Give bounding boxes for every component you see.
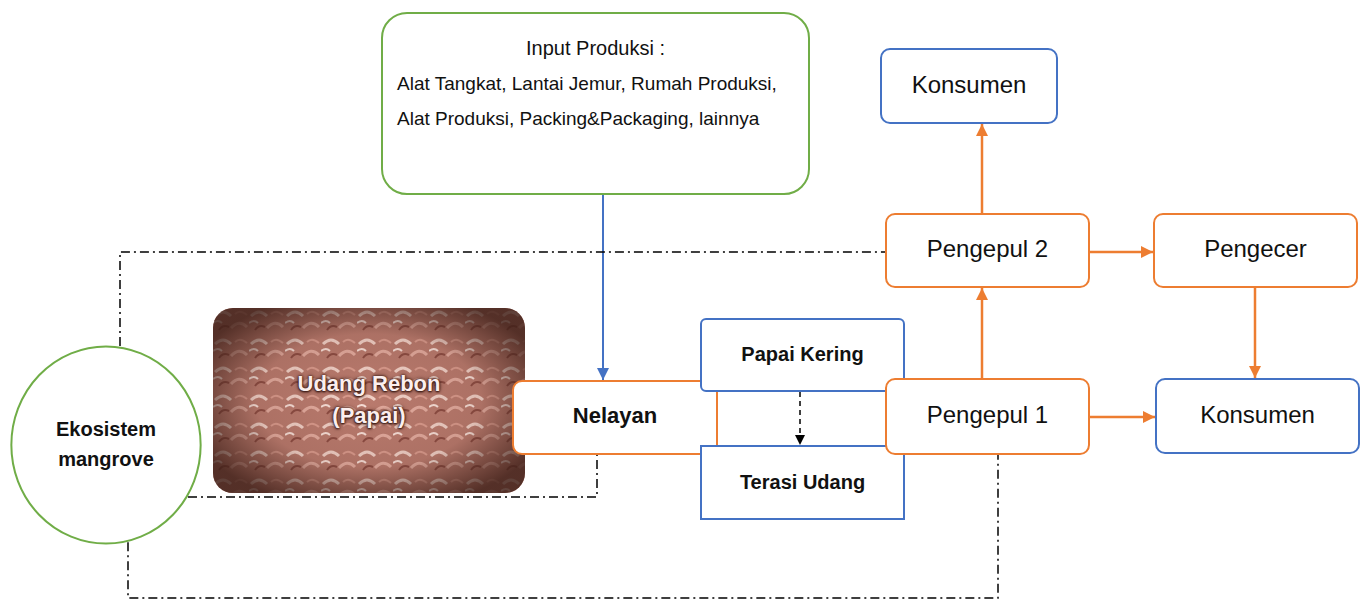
input-box: Input Produksi : Alat Tangkat, Lantai Jem… [381,12,810,195]
node-label: Pengepul 1 [927,401,1048,430]
ecosystem-ellipse: Ekosistem mangrove [10,345,202,545]
arrow-connector [1254,288,1257,378]
node-label: Terasi Udang [740,470,865,494]
node-label: Pengepul 2 [927,235,1048,264]
node-label: Ekosistem mangrove [36,414,176,474]
product-box: Papai Kering [700,318,905,392]
arrow-connector [981,288,984,378]
fisher-box: Nelayan [512,380,718,455]
product-box: Terasi Udang [700,445,905,520]
node-label: Nelayan [573,403,657,429]
retailer-box: Pengecer [1153,213,1358,288]
dashed-connector [799,392,801,445]
ellipse-outline [10,345,202,545]
shrimp-photo [213,308,525,493]
box-heading: Input Produksi : [526,36,665,60]
ellipse-outline [11,346,200,543]
node-label: Konsumen [912,71,1027,100]
node-label: Udang Rebon (Papai) [284,368,454,432]
consumer-box: Konsumen [1155,378,1360,454]
photo-vignette [213,308,525,493]
collector-box: Pengepul 2 [885,213,1090,288]
photo-node: Udang Rebon (Papai) [213,308,525,493]
node-label: Pengecer [1204,235,1307,264]
arrow-connector [1090,416,1155,419]
arrow-connector [981,124,984,213]
box-body: Alat Tangkat, Lantai Jemur, Rumah Produk… [397,66,794,136]
photo-texture [213,308,525,493]
arrow-connector [602,195,604,380]
dashed-connector [188,455,597,497]
node-label: Konsumen [1200,401,1315,430]
node-label: Papai Kering [741,342,863,366]
arrow-connector [1090,251,1153,254]
consumer-box: Konsumen [880,48,1058,124]
collector-box: Pengepul 1 [885,378,1090,455]
